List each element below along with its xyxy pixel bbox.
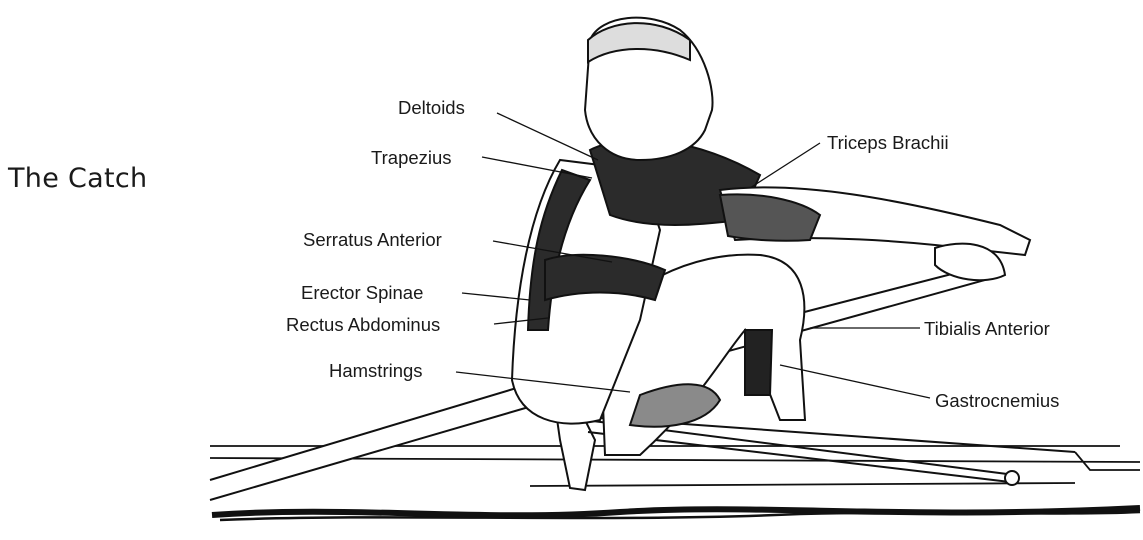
label-gastrocnemius: Gastrocnemius (935, 390, 1059, 412)
arms (590, 140, 1030, 280)
label-erector-spinae: Erector Spinae (301, 282, 423, 304)
label-triceps-brachii: Triceps Brachii (827, 132, 949, 154)
label-hamstrings: Hamstrings (329, 360, 423, 382)
label-serratus-anterior: Serratus Anterior (303, 229, 442, 251)
head (585, 18, 713, 160)
label-deltoids: Deltoids (398, 97, 465, 119)
label-rectus-abdominus: Rectus Abdominus (286, 314, 440, 336)
label-trapezius: Trapezius (371, 147, 452, 169)
label-tibialis-anterior: Tibialis Anterior (924, 318, 1050, 340)
